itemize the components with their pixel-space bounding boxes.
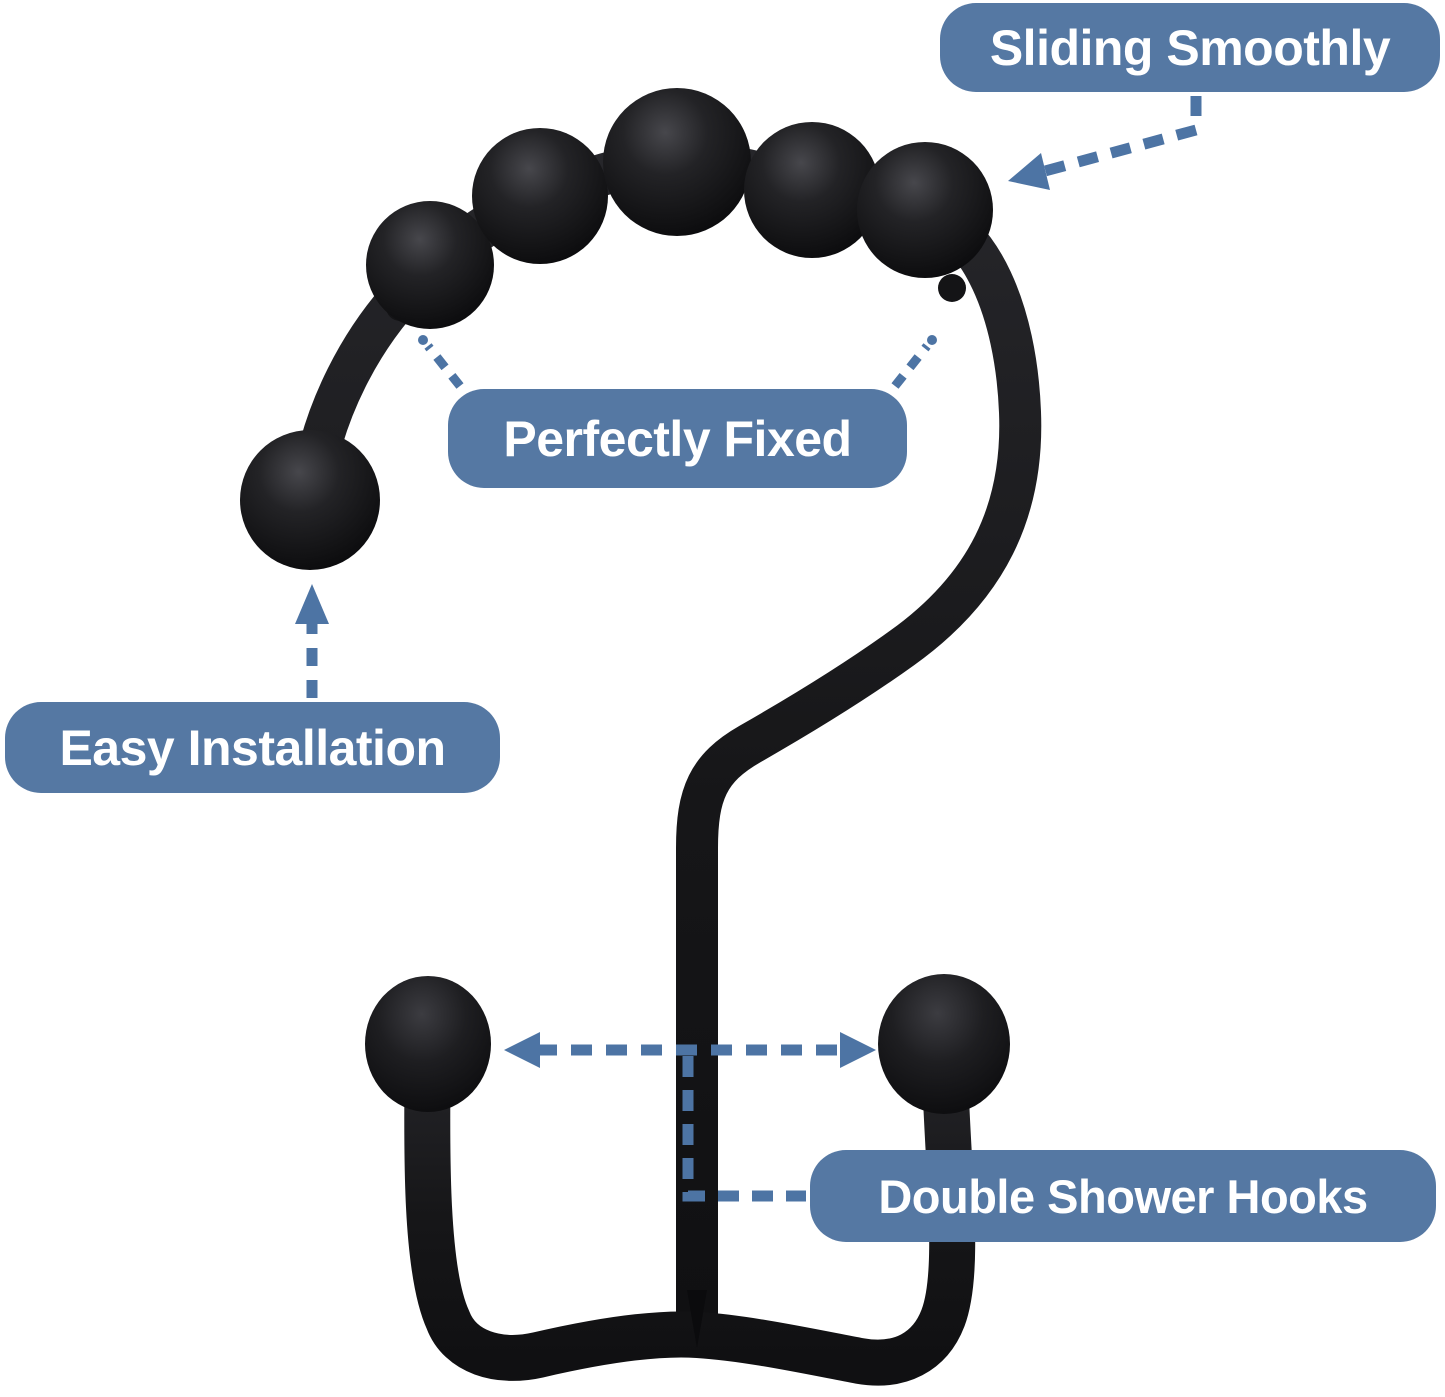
glide-bead-4 (744, 122, 880, 258)
callout-sliding-smoothly: Sliding Smoothly (940, 3, 1440, 92)
callout-easy-installation-label: Easy Installation (59, 719, 446, 776)
glide-bead-1 (366, 201, 494, 329)
fixed-connector-left (424, 343, 464, 389)
callout-perfectly-fixed: Perfectly Fixed (448, 389, 907, 488)
double-connector-line (682, 1056, 806, 1202)
glide-bead-2 (472, 128, 608, 264)
callout-easy-installation: Easy Installation (5, 702, 500, 793)
spacing-arrowhead-right (840, 1032, 876, 1068)
end-ball (240, 430, 380, 570)
easy-arrowhead (295, 584, 329, 624)
fixed-connector-right (891, 343, 931, 389)
bead-stopper-right (938, 274, 966, 302)
fixed-connector-right-dot (927, 335, 937, 345)
callout-perfectly-fixed-label: Perfectly Fixed (503, 410, 852, 467)
right-hook-ball (878, 974, 1010, 1114)
sliding-arrowhead (1008, 153, 1050, 190)
callout-double-shower-hooks-label: Double Shower Hooks (878, 1169, 1368, 1223)
glide-bead-5 (857, 142, 993, 278)
callout-double-shower-hooks: Double Shower Hooks (810, 1150, 1436, 1242)
glide-bead-3 (603, 88, 751, 236)
spacing-arrowhead-left (504, 1032, 540, 1068)
sliding-connector-line (1043, 96, 1202, 177)
left-hook-ball (365, 976, 491, 1112)
callout-sliding-smoothly-label: Sliding Smoothly (989, 19, 1391, 76)
stem-tip (687, 1290, 707, 1348)
fixed-connector-left-dot (418, 335, 428, 345)
